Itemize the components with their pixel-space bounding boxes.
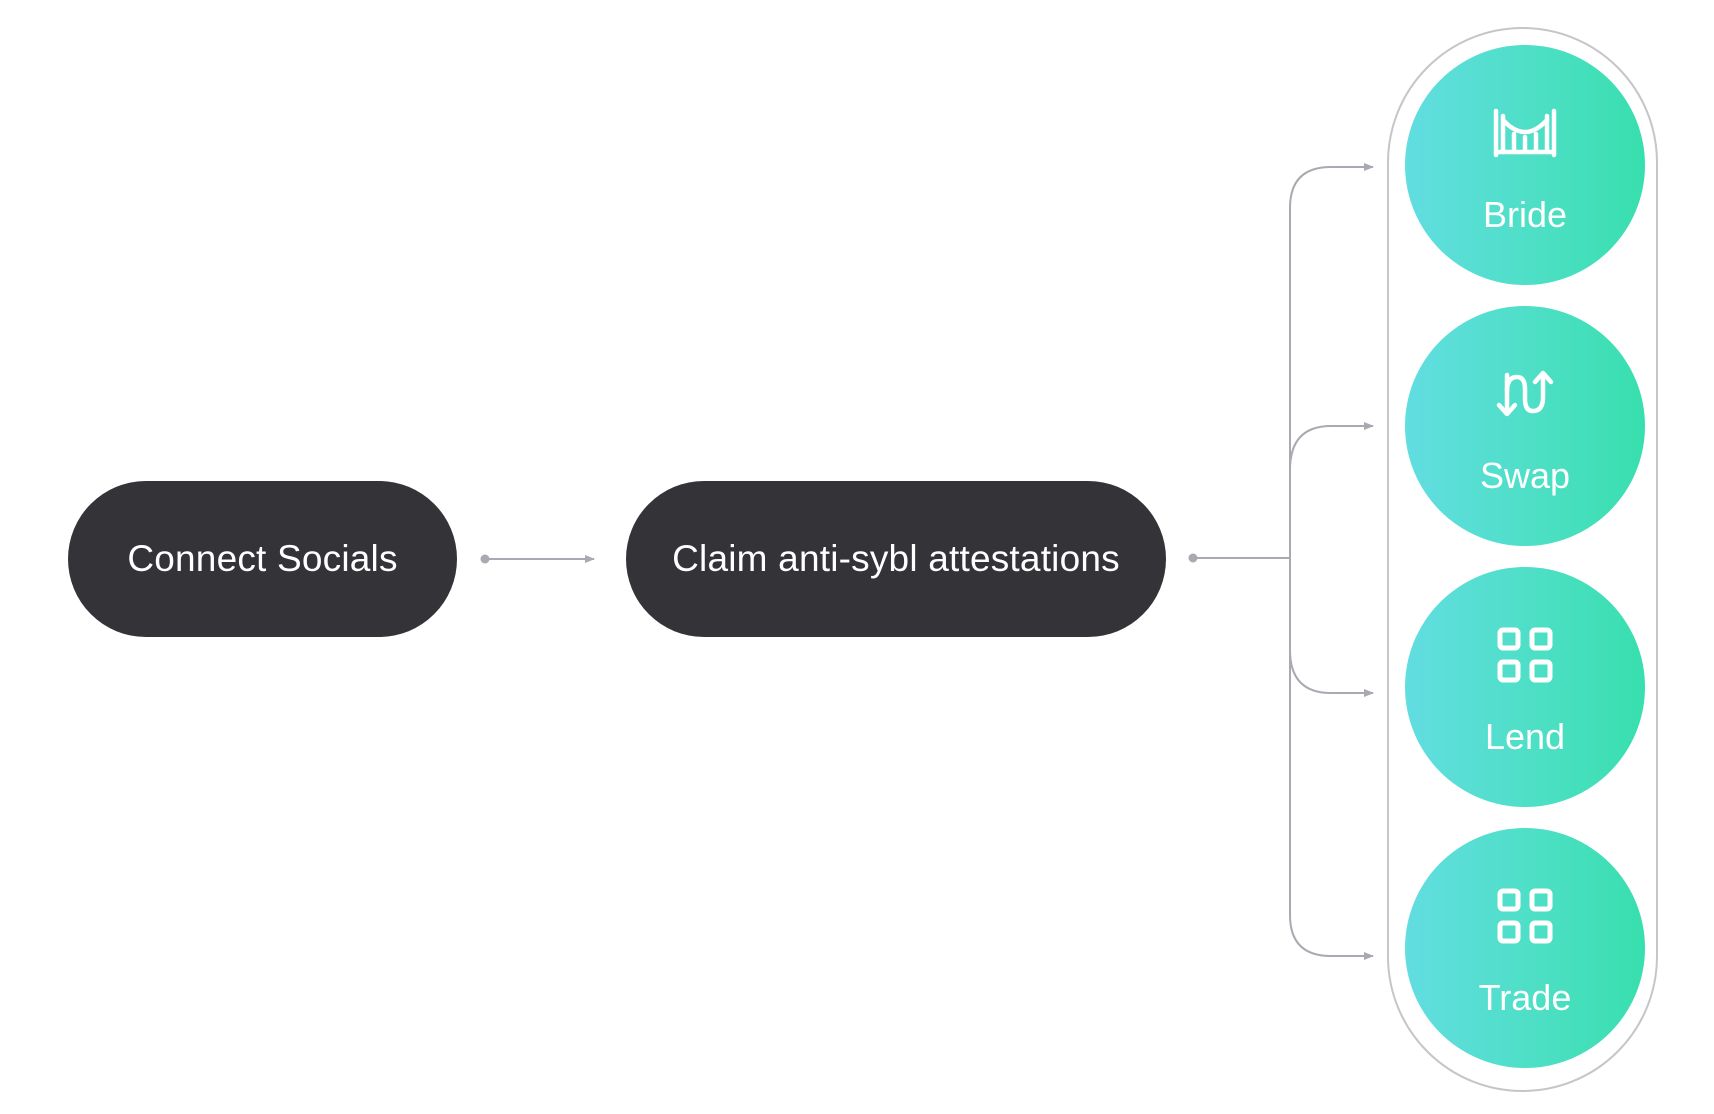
swap-icon [1491,366,1559,422]
action-swap-label: Swap [1479,455,1571,496]
action-swap[interactable]: Swap [1405,306,1645,546]
claim-attestations-label: Claim anti-sybl attestations [672,538,1120,579]
actions-capsule [1387,27,1658,1092]
branch-to-trade [1289,650,1374,960]
action-lend[interactable]: Lend [1405,567,1645,807]
branch-to-lend [1289,649,1374,697]
connect-socials-label: Connect Socials [127,538,398,579]
grid-icon [1491,888,1559,944]
action-trade[interactable]: Trade [1405,828,1645,1068]
grid-icon [1491,627,1559,683]
bridge-icon [1491,105,1559,161]
claim-attestations-step[interactable]: Claim anti-sybl attestations [626,481,1166,637]
branch-to-swap [1289,422,1374,471]
action-bride[interactable]: Bride [1405,45,1645,285]
arrow-connect-to-claim [480,554,595,564]
action-lend-label: Lend [1484,716,1566,757]
branch-to-bride [1289,163,1374,490]
connect-socials-step[interactable]: Connect Socials [68,481,457,637]
action-trade-label: Trade [1478,977,1572,1018]
action-bride-label: Bride [1482,194,1568,235]
branch-trunk [1188,470,1291,910]
